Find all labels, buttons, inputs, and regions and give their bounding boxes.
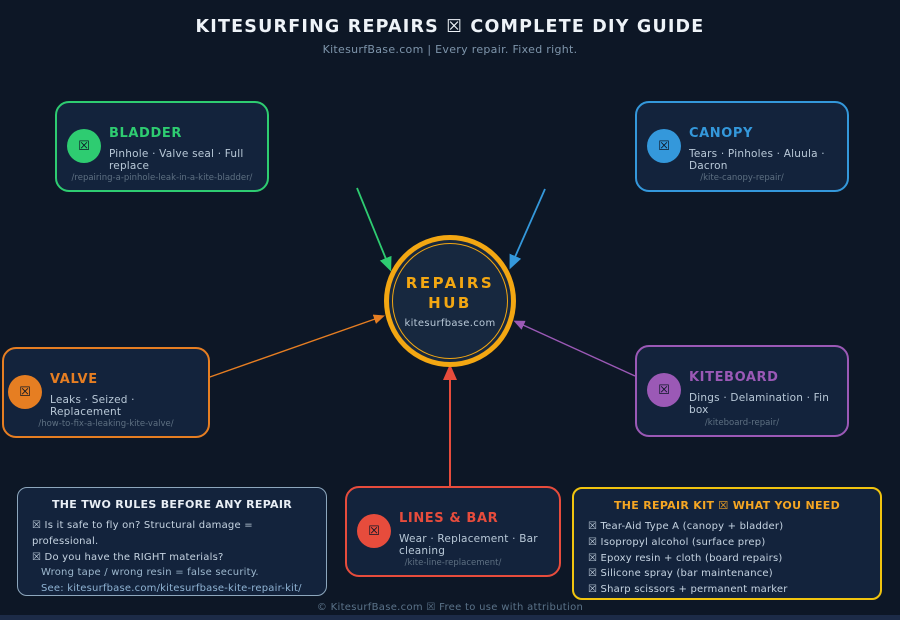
- rules-line: See: kitesurfbase.com/kitesurfbase-kite-…: [41, 583, 302, 595]
- kit-item: ☒ Silicone spray (bar maintenance): [588, 568, 773, 580]
- node-valve: ☒ VALVE Leaks · Seized · Replacement /ho…: [2, 347, 210, 438]
- rules-line: ☒ Is it safe to fly on? Structural damag…: [32, 520, 253, 547]
- canopy-emoji-icon: ☒: [647, 129, 681, 163]
- node-url: /how-to-fix-a-leaking-kite-valve/: [38, 419, 174, 429]
- rules-box: THE TWO RULES BEFORE ANY REPAIR ☒ Is it …: [17, 487, 327, 596]
- hub-title-line2: HUB: [428, 294, 472, 312]
- node-url: /kite-canopy-repair/: [700, 173, 784, 183]
- node-topics: Leaks · Seized · Replacement: [50, 394, 135, 418]
- node-topics: Pinhole · Valve seal · Full replace: [109, 148, 244, 172]
- node-title: BLADDER: [109, 126, 182, 141]
- repair-kit-box: THE REPAIR KIT ☒ WHAT YOU NEED ☒ Tear-Ai…: [572, 487, 882, 600]
- repairs-hub-node: REPAIRS HUB kitesurfbase.com: [384, 235, 516, 367]
- kit-item: ☒ Sharp scissors + permanent marker: [588, 584, 788, 596]
- rules-list: ☒ Is it safe to fly on? Structural damag…: [32, 518, 312, 597]
- attribution-footer: © KitesurfBase.com ☒ Free to use with at…: [316, 602, 584, 613]
- valve-emoji-icon: ☒: [8, 375, 42, 409]
- page-subtitle: KitesurfBase.com | Every repair. Fixed r…: [322, 43, 578, 56]
- repair-kit-title: THE REPAIR KIT ☒ WHAT YOU NEED: [613, 499, 841, 512]
- node-lines-and-bar: ☒ LINES & BAR Wear · Replacement · Bar c…: [345, 486, 561, 577]
- hub-title-line1: REPAIRS: [405, 274, 495, 292]
- rules-line: Wrong tape / wrong resin = false securit…: [41, 567, 259, 579]
- node-topics: Wear · Replacement · Bar cleaning: [399, 533, 538, 557]
- node-url: /repairing-a-pinhole-leak-in-a-kite-blad…: [71, 173, 253, 183]
- node-title: CANOPY: [689, 126, 754, 141]
- kit-item: ☒ Isopropyl alcohol (surface prep): [588, 536, 766, 548]
- node-canopy: ☒ CANOPY Tears · Pinholes · Aluula · Dac…: [635, 101, 849, 192]
- kit-item: ☒ Tear-Aid Type A (canopy + bladder): [588, 521, 784, 532]
- rules-line: ☒ Do you have the RIGHT materials?: [32, 551, 224, 563]
- arrow-canopy-to-hub: [509, 188, 546, 270]
- node-title: LINES & BAR: [399, 511, 499, 526]
- node-topics: Tears · Pinholes · Aluula · Dacron: [689, 148, 825, 172]
- node-kiteboard: ☒ KITEBOARD Dings · Delamination · Fin b…: [635, 345, 849, 437]
- kit-item: ☒ Epoxy resin + cloth (board repairs): [588, 552, 783, 564]
- kiteboard-emoji-icon: ☒: [647, 373, 681, 407]
- bladder-emoji-icon: ☒: [67, 129, 101, 163]
- node-title: VALVE: [50, 372, 98, 387]
- node-title: KITEBOARD: [689, 370, 779, 385]
- node-topics: Dings · Delamination · Fin box: [689, 392, 830, 416]
- rules-box-title: THE TWO RULES BEFORE ANY REPAIR: [51, 498, 293, 511]
- arrow-valve-to-hub: [206, 314, 385, 379]
- node-url: /kite-line-replacement/: [404, 558, 502, 568]
- hub-domain: kitesurfbase.com: [404, 318, 496, 329]
- lines-bar-emoji-icon: ☒: [357, 514, 391, 548]
- page-title: KITESURFING REPAIRS ☒ COMPLETE DIY GUIDE: [195, 17, 705, 37]
- repair-kit-list: ☒ Tear-Aid Type A (canopy + bladder) ☒ I…: [588, 519, 866, 598]
- bottom-edge-strip: [0, 615, 900, 620]
- arrow-bladder-to-hub: [356, 187, 392, 272]
- node-url: /kiteboard-repair/: [704, 418, 780, 428]
- node-bladder: ☒ BLADDER Pinhole · Valve seal · Full re…: [55, 101, 269, 192]
- arrow-kiteboard-to-hub: [513, 320, 636, 377]
